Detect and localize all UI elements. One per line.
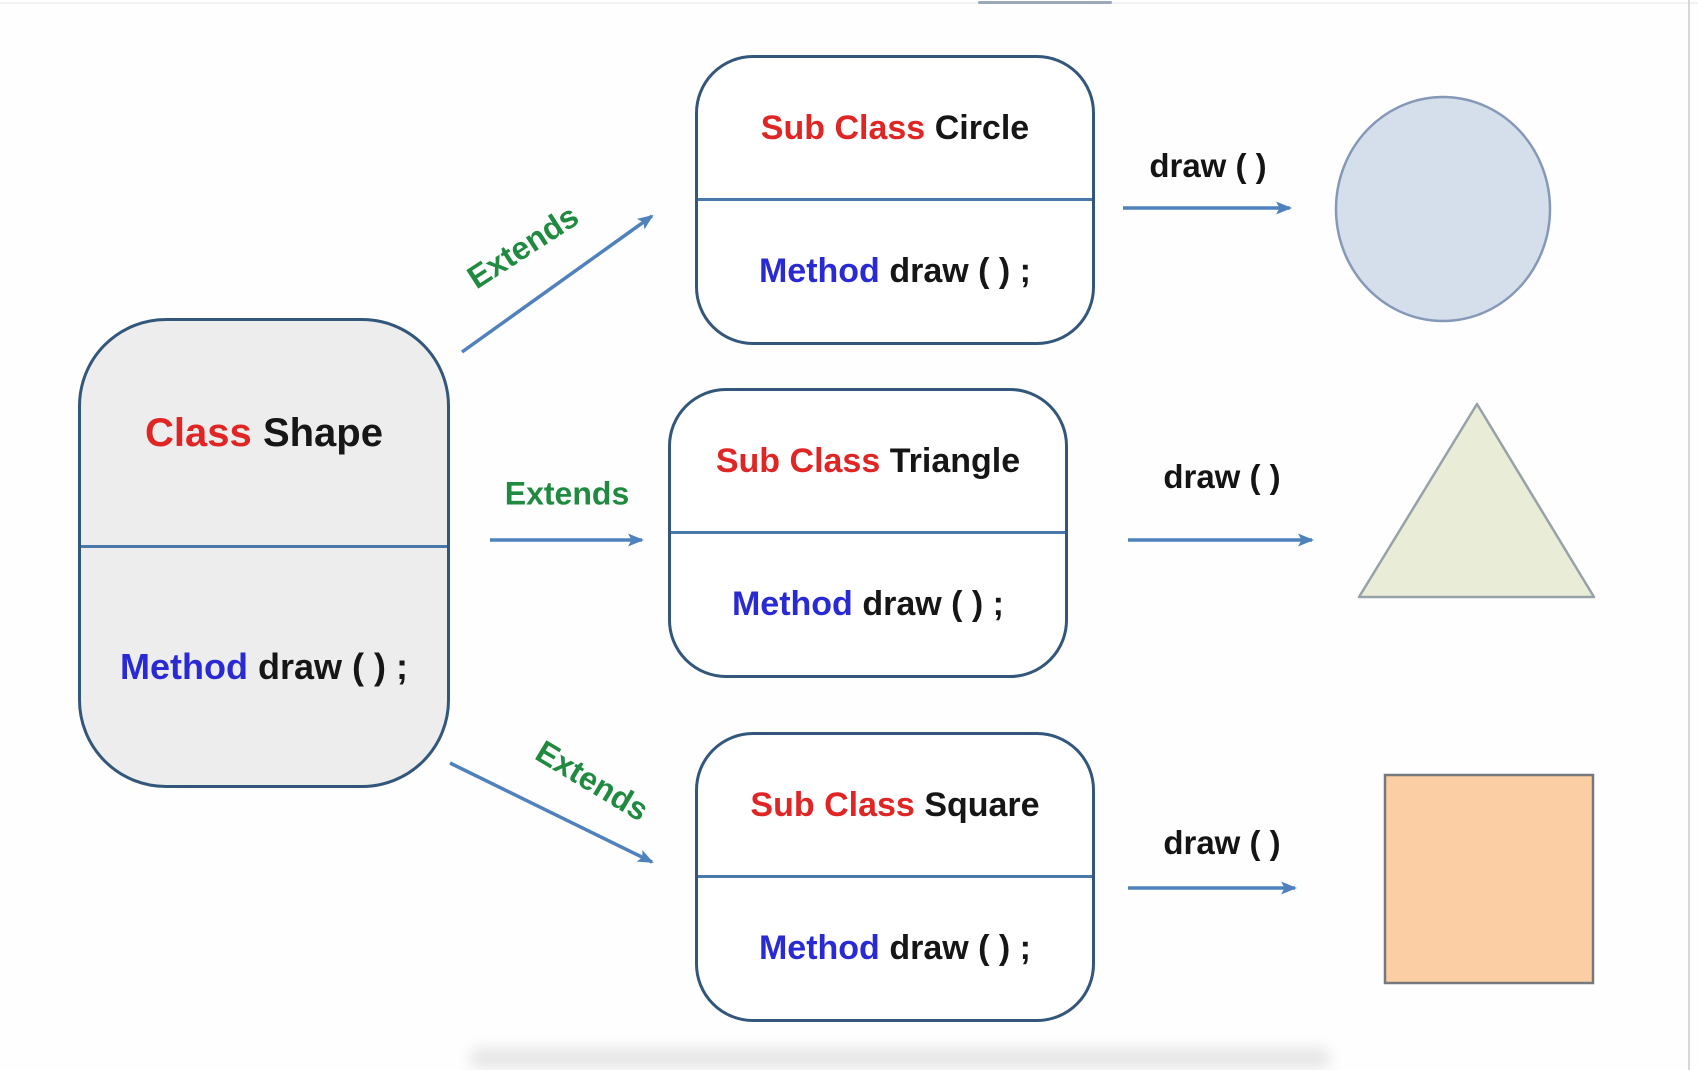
subclass-keyword: Sub Class bbox=[760, 108, 926, 147]
square-shape bbox=[1383, 773, 1595, 985]
subclass-name: Square bbox=[924, 785, 1040, 824]
draw-call-label-square: draw ( ) bbox=[1163, 824, 1281, 861]
method-keyword: Method bbox=[758, 929, 880, 967]
method-signature: draw ( ) ; bbox=[889, 929, 1032, 967]
subclass-name: Circle bbox=[934, 108, 1030, 147]
method-keyword: Method bbox=[119, 645, 248, 687]
subclass-keyword: Sub Class bbox=[715, 441, 881, 480]
extends-arrow-square bbox=[449, 761, 654, 864]
extends-label-triangle: Extends bbox=[504, 475, 630, 512]
circle-shape bbox=[1334, 95, 1552, 323]
class-keyword: Class bbox=[145, 410, 252, 455]
subclass-name: Triangle bbox=[889, 441, 1021, 480]
method-keyword: Method bbox=[731, 585, 853, 623]
draw-call-label-circle: draw ( ) bbox=[1149, 147, 1267, 184]
class-name: Shape bbox=[262, 410, 383, 455]
method-signature: draw ( ) ; bbox=[889, 252, 1032, 290]
method-signature: draw ( ) ; bbox=[258, 645, 409, 687]
draw-call-label-triangle: draw ( ) bbox=[1163, 458, 1281, 495]
method-keyword: Method bbox=[758, 252, 880, 290]
method-signature: draw ( ) ; bbox=[862, 585, 1005, 623]
extends-arrow-circle bbox=[460, 214, 654, 354]
subclass-keyword: Sub Class bbox=[750, 785, 915, 824]
triangle-shape bbox=[1357, 402, 1596, 599]
